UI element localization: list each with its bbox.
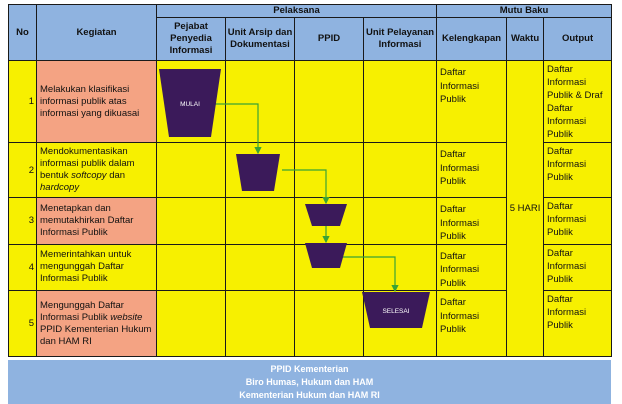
- footer-line: Biro Humas, Hukum dan HAM: [245, 376, 374, 387]
- output-cell: Daftar Informasi Publik: [543, 142, 613, 198]
- kegiatan-cell: Mendokumentasikan informasi publik dalam…: [36, 142, 157, 198]
- row-number: 3: [8, 197, 37, 245]
- lane-cell: [225, 243, 295, 291]
- header-waktu: Waktu: [506, 17, 545, 61]
- kelengkapan-cell: Daftar Informasi Publik: [436, 243, 508, 291]
- lane-cell: [294, 60, 364, 143]
- kegiatan-cell: Mengunggah Daftar Informasi Publik websi…: [36, 290, 157, 357]
- row-number: 1: [8, 60, 37, 143]
- table-row: 5 Mengunggah Daftar Informasi Publik web…: [8, 290, 613, 357]
- lane-cell: [362, 197, 438, 245]
- footer-line: Kementerian Hukum dan HAM RI: [239, 389, 380, 400]
- kelengkapan-cell: Daftar Informasi Publik: [436, 60, 508, 143]
- lane-cell: [294, 290, 364, 357]
- header-pelaksana: Pelaksana: [155, 4, 438, 18]
- lane-cell: [225, 60, 295, 143]
- start-shape: MULAI: [159, 69, 221, 137]
- lane-cell: [362, 243, 438, 291]
- header-unit-pelayanan: Unit Pelayanan Informasi: [362, 17, 438, 61]
- footer-banner: PPID Kementerian Biro Humas, Hukum dan H…: [8, 360, 611, 404]
- lane-cell: [156, 290, 226, 357]
- end-shape: SELESAI: [362, 292, 430, 328]
- process-shape: [305, 204, 347, 226]
- output-cell: Daftar Informasi Publik: [543, 197, 613, 245]
- svg-text:SELESAI: SELESAI: [382, 308, 409, 315]
- footer-line: PPID Kementerian: [270, 363, 349, 374]
- header-kelengkapan: Kelengkapan: [436, 17, 508, 61]
- waktu-cell: 5 HARI: [506, 60, 545, 357]
- output-cell: Daftar Informasi Publik & Draf Daftar In…: [543, 60, 613, 143]
- row-number: 5: [8, 290, 37, 357]
- lane-cell: [156, 243, 226, 291]
- lane-cell: [362, 60, 438, 143]
- kelengkapan-cell: Daftar Informasi Publik: [436, 142, 508, 198]
- flow-arrow: [282, 169, 330, 205]
- output-cell: Daftar Informasi Publik: [543, 290, 613, 357]
- lane-cell: [156, 142, 226, 198]
- svg-text:MULAI: MULAI: [180, 101, 200, 108]
- process-shape: [305, 243, 347, 268]
- header-unit-arsip: Unit Arsip dan Dokumentasi: [225, 17, 295, 61]
- lane-cell: [362, 142, 438, 198]
- header-ppid: PPID: [294, 17, 364, 61]
- lane-cell: [156, 197, 226, 245]
- kegiatan-cell: Melakukan klasifikasi informasi publik a…: [36, 60, 157, 143]
- kelengkapan-cell: Daftar Informasi Publik: [436, 290, 508, 357]
- lane-cell: [225, 197, 295, 245]
- output-cell: Daftar Informasi Publik: [543, 243, 613, 291]
- kelengkapan-cell: Daftar Informasi Publik: [436, 197, 508, 245]
- header-output: Output: [543, 17, 613, 61]
- process-shape: [236, 154, 280, 191]
- header-no: No: [8, 4, 37, 61]
- flow-arrow: [340, 256, 399, 293]
- kegiatan-cell: Menetapkan dan memutakhirkan Daftar Info…: [36, 197, 157, 245]
